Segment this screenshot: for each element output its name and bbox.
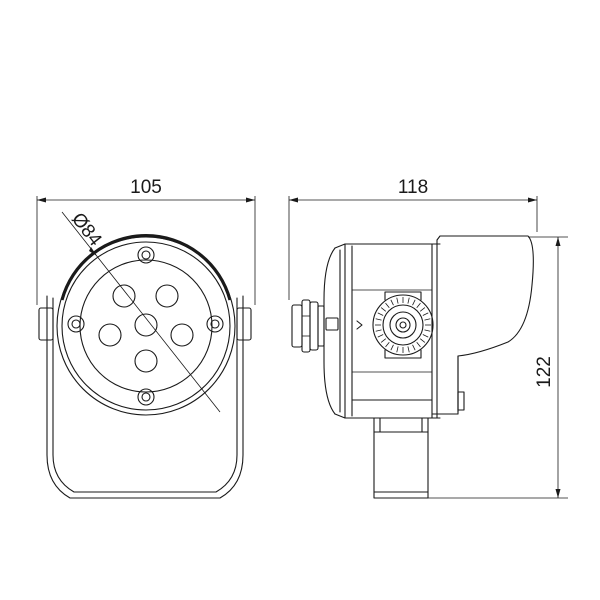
gear-tooth	[424, 329, 431, 332]
screw-right	[206, 315, 224, 333]
gear-tooth	[375, 329, 382, 332]
dimension-height: 122	[428, 236, 568, 499]
screw-bottom	[137, 388, 155, 406]
gear-tooth	[412, 299, 416, 306]
gear-tooth	[419, 338, 426, 343]
gear-tooth	[407, 297, 410, 304]
gear-tooth	[390, 344, 394, 351]
led	[155, 284, 179, 308]
side-view: 118 122	[288, 177, 568, 499]
gear-tooth	[422, 312, 429, 316]
pivot-knob	[372, 291, 434, 359]
dimension-lens-diameter: Ø84	[61, 209, 221, 413]
screws	[67, 246, 224, 406]
gear-tooth	[416, 302, 421, 309]
gear-tooth	[377, 334, 384, 338]
led	[98, 323, 122, 347]
cable-gland	[291, 299, 363, 353]
side-housing	[323, 243, 441, 419]
gear-tooth	[407, 346, 410, 353]
gear-tooth	[419, 307, 426, 312]
dimension-label-122: 122	[534, 356, 555, 388]
gear-tooth	[396, 297, 399, 304]
gear-teeth	[375, 297, 431, 353]
dimension-front-width: 105	[36, 177, 256, 305]
gear-tooth	[377, 312, 384, 316]
gear-tooth	[390, 299, 394, 306]
dimension-side-width: 118	[288, 177, 538, 300]
gear-tooth	[380, 338, 387, 343]
gear-tooth	[385, 341, 390, 348]
led	[112, 284, 136, 308]
front-view: 105 Ø84	[36, 177, 256, 499]
gear-tooth	[416, 341, 421, 348]
gear-tooth	[375, 318, 382, 321]
u-bracket	[38, 295, 252, 499]
led	[170, 323, 194, 347]
mounting-post	[373, 417, 429, 499]
dimension-label-118: 118	[398, 177, 428, 198]
gear-tooth	[424, 318, 431, 321]
dimension-label-105: 105	[130, 177, 162, 198]
screw-top	[137, 246, 155, 264]
gear-tooth	[412, 344, 416, 351]
gear-tooth	[380, 307, 387, 312]
led	[134, 313, 158, 337]
led	[134, 349, 158, 373]
gear-tooth	[422, 334, 429, 338]
visor	[431, 235, 534, 419]
gear-tooth	[385, 302, 390, 309]
screw-left	[67, 315, 85, 333]
led-array	[98, 284, 194, 373]
gear-tooth	[396, 346, 399, 353]
dimension-label-diameter: Ø84	[67, 209, 106, 251]
